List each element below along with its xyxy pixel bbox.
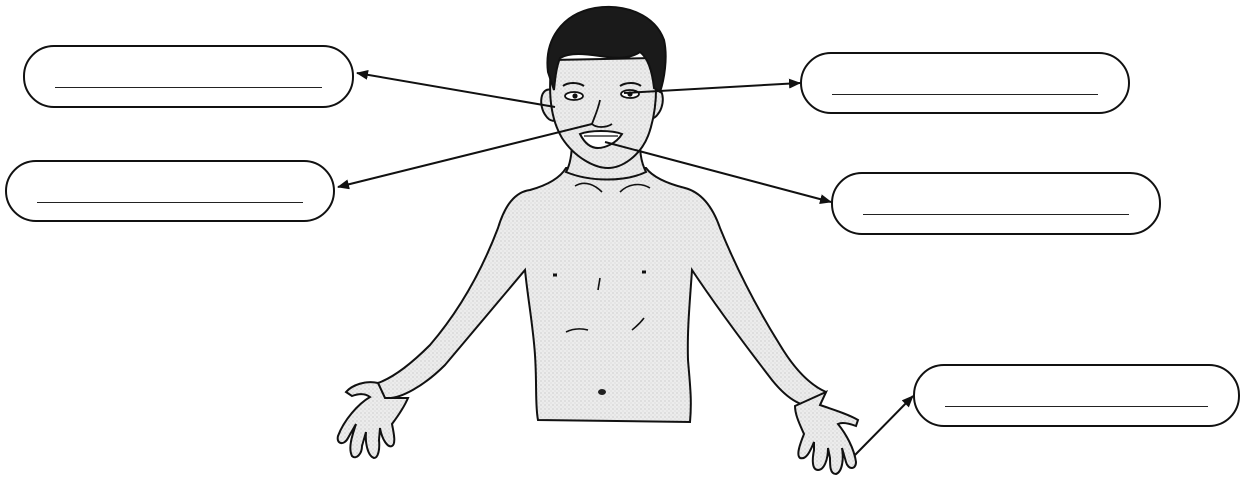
answer-line	[945, 406, 1208, 407]
answer-box-hand[interactable]	[913, 364, 1240, 427]
right-hand	[795, 392, 858, 474]
answer-line	[37, 202, 303, 203]
answer-box-eye[interactable]	[800, 52, 1130, 114]
answer-box-ear[interactable]	[23, 45, 354, 108]
pointer-hand	[855, 396, 913, 455]
answer-box-mouth[interactable]	[831, 172, 1161, 235]
torso-outline	[378, 168, 826, 422]
pointer-nose	[338, 124, 592, 187]
navel-icon	[598, 389, 606, 395]
answer-box-nose[interactable]	[5, 160, 335, 222]
answer-line	[863, 214, 1129, 215]
answer-line	[832, 94, 1098, 95]
answer-line	[55, 87, 322, 88]
pointer-ear	[357, 73, 555, 107]
